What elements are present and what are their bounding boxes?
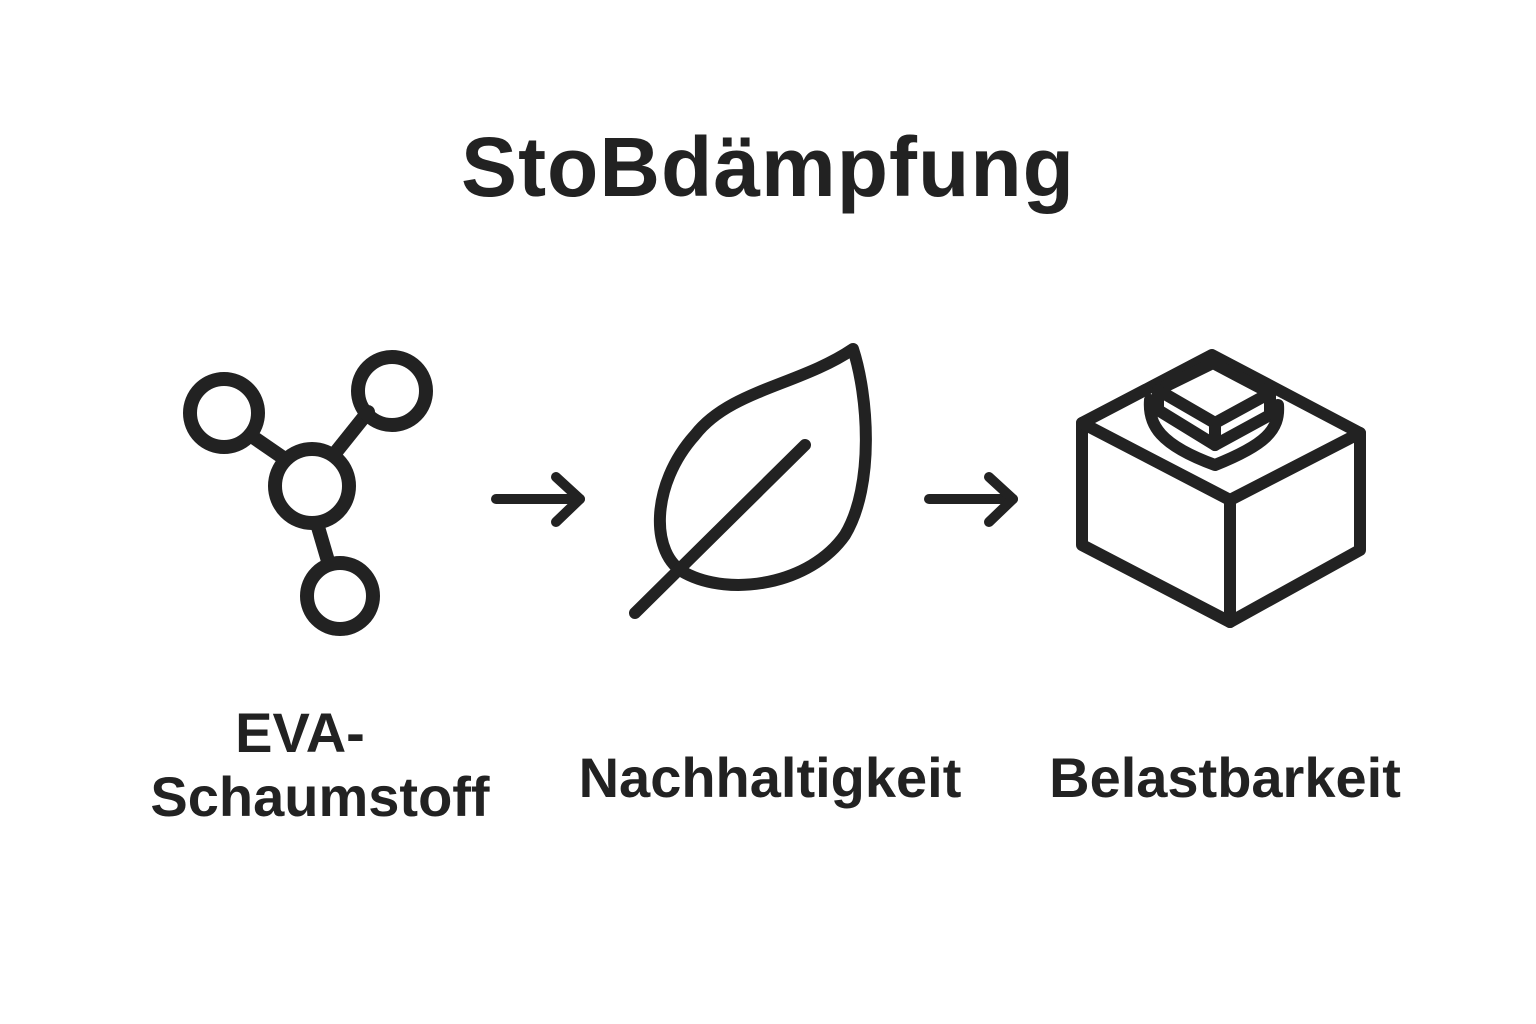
- diagram-title: StoBdämpfung: [461, 120, 1075, 214]
- molecule-icon: [170, 340, 450, 650]
- arrow-right-icon: [490, 472, 590, 532]
- step-label-line1: EVA-: [235, 701, 365, 764]
- step-label-line2: Schaumstoff: [150, 765, 490, 828]
- box-icon: [1070, 345, 1370, 640]
- step-label-belastbarkeit: Belastbarkeit: [1049, 746, 1401, 809]
- step-label-eva-schaumstoff: EVA- Schaumstoff: [120, 705, 520, 825]
- arrow-right-icon: [923, 472, 1023, 532]
- leaf-icon: [620, 335, 890, 635]
- step-label-nachhaltigkeit: Nachhaltigkeit: [578, 746, 962, 809]
